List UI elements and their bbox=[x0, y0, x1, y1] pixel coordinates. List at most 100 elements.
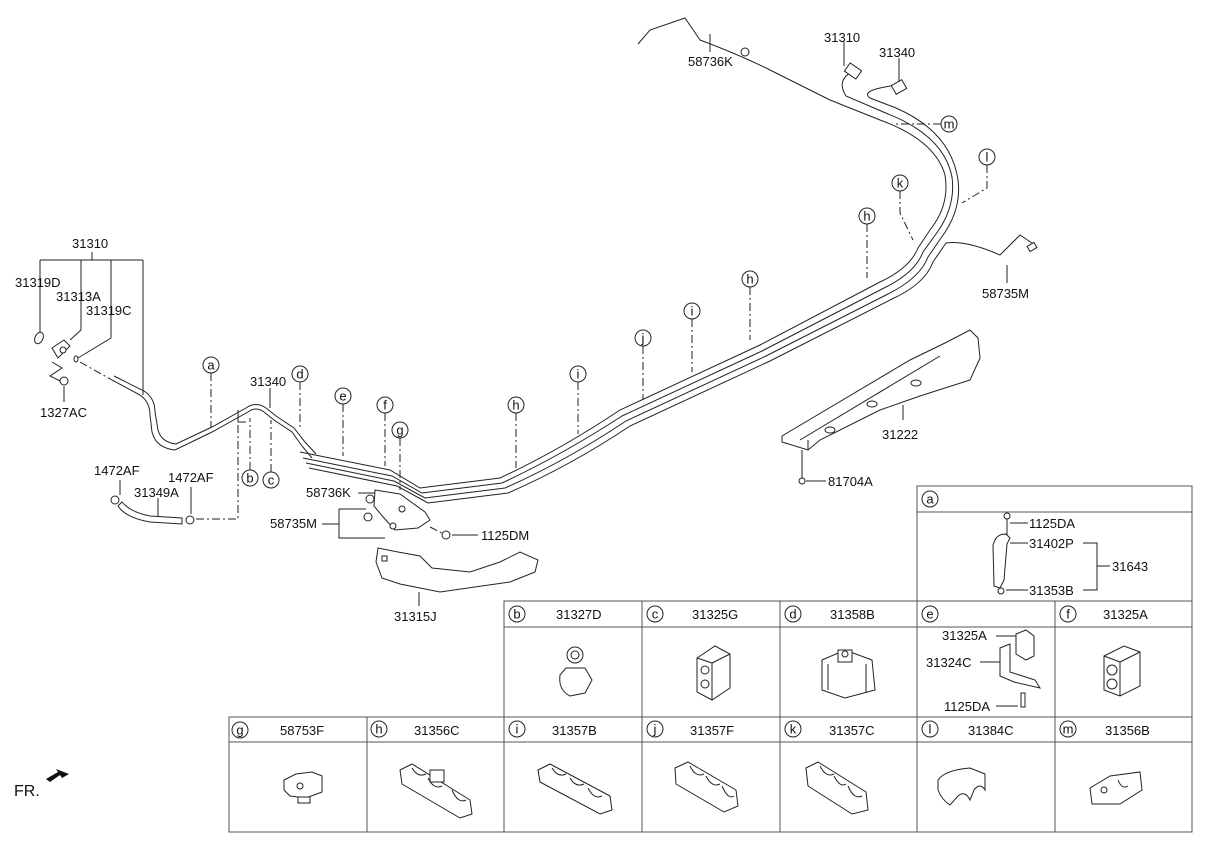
detail-cell-l[interactable]: l 31384C bbox=[921, 720, 1014, 806]
detail-a-part-3: 31353B bbox=[1029, 583, 1074, 598]
detail-cell-e-subpart-3: 1125DA bbox=[944, 699, 990, 714]
detail-cell-b[interactable]: b 31327D bbox=[508, 605, 602, 697]
part-1125DM-label: 1125DM bbox=[481, 528, 529, 543]
callout-d[interactable]: d bbox=[291, 365, 309, 430]
callout-g[interactable]: g bbox=[391, 421, 409, 490]
callout-m[interactable]: m bbox=[893, 115, 958, 133]
part-1472AF-1[interactable]: 1472AF bbox=[94, 463, 140, 505]
detail-cell-d[interactable]: d 31358B bbox=[784, 605, 876, 699]
callout-f-label: f bbox=[383, 398, 387, 413]
detail-cell-j[interactable]: j 31357F bbox=[646, 720, 739, 813]
detail-cell-e-subpart-2: 31324C bbox=[926, 655, 972, 670]
part-81704A[interactable]: 81704A bbox=[798, 450, 873, 489]
callout-h-1[interactable]: h bbox=[507, 396, 525, 468]
part-31340-mid[interactable]: 31340 bbox=[250, 374, 286, 408]
callout-c[interactable]: c bbox=[262, 420, 280, 489]
detail-cell-l-callout: l bbox=[929, 722, 932, 737]
part-1125DM[interactable]: 1125DM bbox=[429, 526, 529, 543]
part-31319C[interactable]: 31319C bbox=[73, 303, 132, 381]
detail-cell-d-part: 31358B bbox=[830, 607, 875, 622]
detail-cell-g-part: 58753F bbox=[280, 723, 324, 738]
part-58735M-right[interactable]: 58735M bbox=[982, 241, 1038, 301]
callout-a[interactable]: a bbox=[202, 356, 220, 428]
detail-cell-c[interactable]: c 31325G bbox=[646, 605, 738, 701]
detail-cell-l-part: 31384C bbox=[968, 723, 1014, 738]
callout-h-2[interactable]: h bbox=[741, 270, 759, 340]
clip-31327D-icon bbox=[559, 646, 593, 697]
part-31222[interactable]: 31222 bbox=[781, 329, 981, 451]
detail-cell-f[interactable]: f 31325A bbox=[1059, 605, 1148, 697]
part-31222-label: 31222 bbox=[882, 427, 918, 442]
part-31319C-label: 31319C bbox=[86, 303, 132, 318]
detail-cell-e[interactable]: e 31325A 31324C 1125DA bbox=[921, 605, 1042, 714]
clip-31325A-icon bbox=[1103, 645, 1141, 697]
detail-cell-b-callout: b bbox=[513, 607, 520, 622]
front-indicator: FR. bbox=[14, 769, 69, 800]
callout-b[interactable]: b bbox=[241, 418, 259, 487]
detail-a-part-1: 1125DA bbox=[1029, 516, 1075, 531]
callout-d-label: d bbox=[296, 367, 303, 382]
callout-h-3[interactable]: h bbox=[858, 207, 876, 278]
part-58735M-right-label: 58735M bbox=[982, 286, 1029, 301]
part-81704A-label: 81704A bbox=[828, 474, 873, 489]
callout-l[interactable]: l bbox=[961, 148, 996, 204]
part-31340-top[interactable]: 31340 bbox=[879, 45, 915, 82]
callout-f[interactable]: f bbox=[376, 396, 394, 466]
callout-g-label: g bbox=[396, 423, 403, 438]
part-31340-mid-label: 31340 bbox=[250, 374, 286, 389]
detail-table-row1 bbox=[503, 600, 1193, 718]
detail-cell-g[interactable]: g 58753F bbox=[231, 721, 324, 804]
detail-cell-i[interactable]: i 31357B bbox=[508, 720, 613, 815]
callout-a-label: a bbox=[207, 358, 215, 373]
part-1472AF-2-label: 1472AF bbox=[168, 470, 214, 485]
part-31313A-label: 31313A bbox=[56, 289, 101, 304]
part-58736K-mid[interactable]: 58736K bbox=[306, 485, 375, 500]
part-31315J[interactable]: 31315J bbox=[375, 547, 539, 624]
part-1327AC[interactable]: 1327AC bbox=[40, 361, 87, 420]
bracket-31324C-icon bbox=[999, 629, 1042, 708]
callout-h-3-label: h bbox=[863, 209, 870, 224]
connector-31310-top bbox=[843, 62, 863, 80]
detail-cell-i-callout: i bbox=[516, 722, 519, 737]
detail-cell-i-part: 31357B bbox=[552, 723, 597, 738]
callout-b-label: b bbox=[246, 471, 253, 486]
callout-i-1[interactable]: i bbox=[569, 365, 587, 434]
part-31349A[interactable]: 31349A bbox=[117, 485, 183, 525]
part-31310-left[interactable]: 31310 bbox=[39, 236, 144, 395]
clip-31357F-icon bbox=[674, 761, 739, 813]
detail-cell-c-part: 31325G bbox=[692, 607, 738, 622]
callout-i-1-label: i bbox=[577, 367, 580, 382]
callout-j[interactable]: j bbox=[634, 329, 652, 400]
callout-e[interactable]: e bbox=[334, 387, 352, 456]
part-31319D[interactable]: 31319D bbox=[15, 275, 61, 345]
part-31313A[interactable]: 31313A bbox=[51, 289, 101, 359]
part-31310-top-label: 31310 bbox=[824, 30, 860, 45]
fuel-pipe-bundle bbox=[111, 17, 1036, 504]
detail-cell-h[interactable]: h 31356C bbox=[370, 720, 473, 819]
clip-31384C-icon bbox=[937, 767, 986, 806]
callout-k[interactable]: k bbox=[891, 174, 914, 241]
detail-cell-m[interactable]: m 31356B bbox=[1059, 720, 1150, 805]
callout-m-label: m bbox=[944, 117, 955, 132]
part-58735M-mid[interactable]: 58735M bbox=[270, 508, 385, 539]
callout-e-label: e bbox=[339, 389, 346, 404]
detail-cell-k[interactable]: k 31357C bbox=[784, 720, 875, 815]
detail-cell-f-callout: f bbox=[1066, 607, 1070, 622]
callout-h-2-label: h bbox=[746, 272, 753, 287]
detail-cell-b-part: 31327D bbox=[556, 607, 602, 622]
callout-i-2[interactable]: i bbox=[683, 302, 701, 372]
callout-i-2-label: i bbox=[691, 304, 694, 319]
front-label: FR. bbox=[14, 783, 40, 800]
part-58736K-top[interactable]: 58736K bbox=[688, 34, 733, 69]
detail-cell-m-callout: m bbox=[1063, 722, 1074, 737]
clip-31357B-icon bbox=[537, 763, 613, 815]
detail-cell-d-callout: d bbox=[789, 607, 796, 622]
part-58735M-mid-label: 58735M bbox=[270, 516, 317, 531]
part-31349A-label: 31349A bbox=[134, 485, 179, 500]
part-bracket-assembly[interactable] bbox=[363, 489, 431, 531]
detail-a-assembly: 31643 bbox=[1112, 559, 1148, 574]
clip-31358B-icon bbox=[821, 649, 876, 699]
part-1472AF-2[interactable]: 1472AF bbox=[168, 410, 239, 525]
part-1327AC-label: 1327AC bbox=[40, 405, 87, 420]
part-31310-top[interactable]: 31310 bbox=[824, 30, 860, 66]
